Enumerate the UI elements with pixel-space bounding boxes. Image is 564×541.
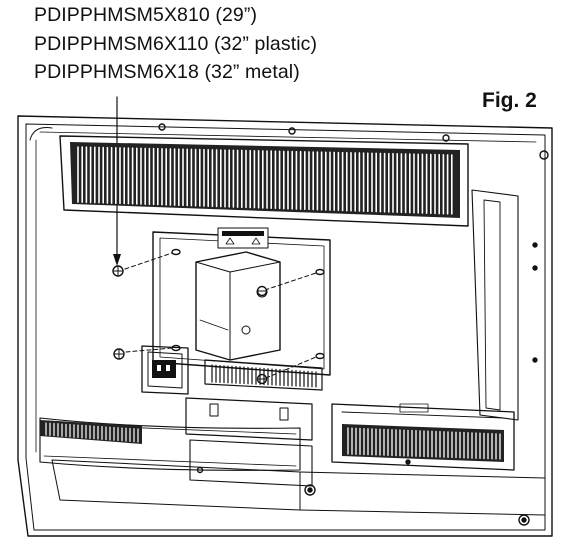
center-vent: [204, 359, 323, 391]
screw-part-number-32in-metal: PDIPPHMSM6X18 (32” metal): [34, 61, 300, 83]
figure-label: Fig. 2: [482, 89, 537, 112]
lower-left-grille: [40, 420, 142, 444]
right-side-panel: [471, 150, 549, 421]
screw-part-number-32in-plastic: PDIPPHMSM6X110 (32” plastic): [34, 33, 318, 55]
screw-part-number-29in: PDIPPHMSM5X810 (29”): [34, 4, 258, 26]
screw-icon: [112, 265, 124, 277]
screw-icon: [256, 285, 268, 297]
vesa-mount-plate: [152, 227, 331, 376]
lower-right-vent: [331, 403, 515, 471]
terminal-box: [195, 251, 281, 361]
tv-back-cabinet: [17, 115, 553, 537]
screw-icon: [113, 348, 125, 360]
screw-icon: [256, 373, 268, 385]
power-inlet: [141, 345, 189, 395]
corner-screws: [158, 123, 530, 526]
top-vent-grille: [59, 135, 469, 227]
stand-bracket: [185, 397, 313, 487]
